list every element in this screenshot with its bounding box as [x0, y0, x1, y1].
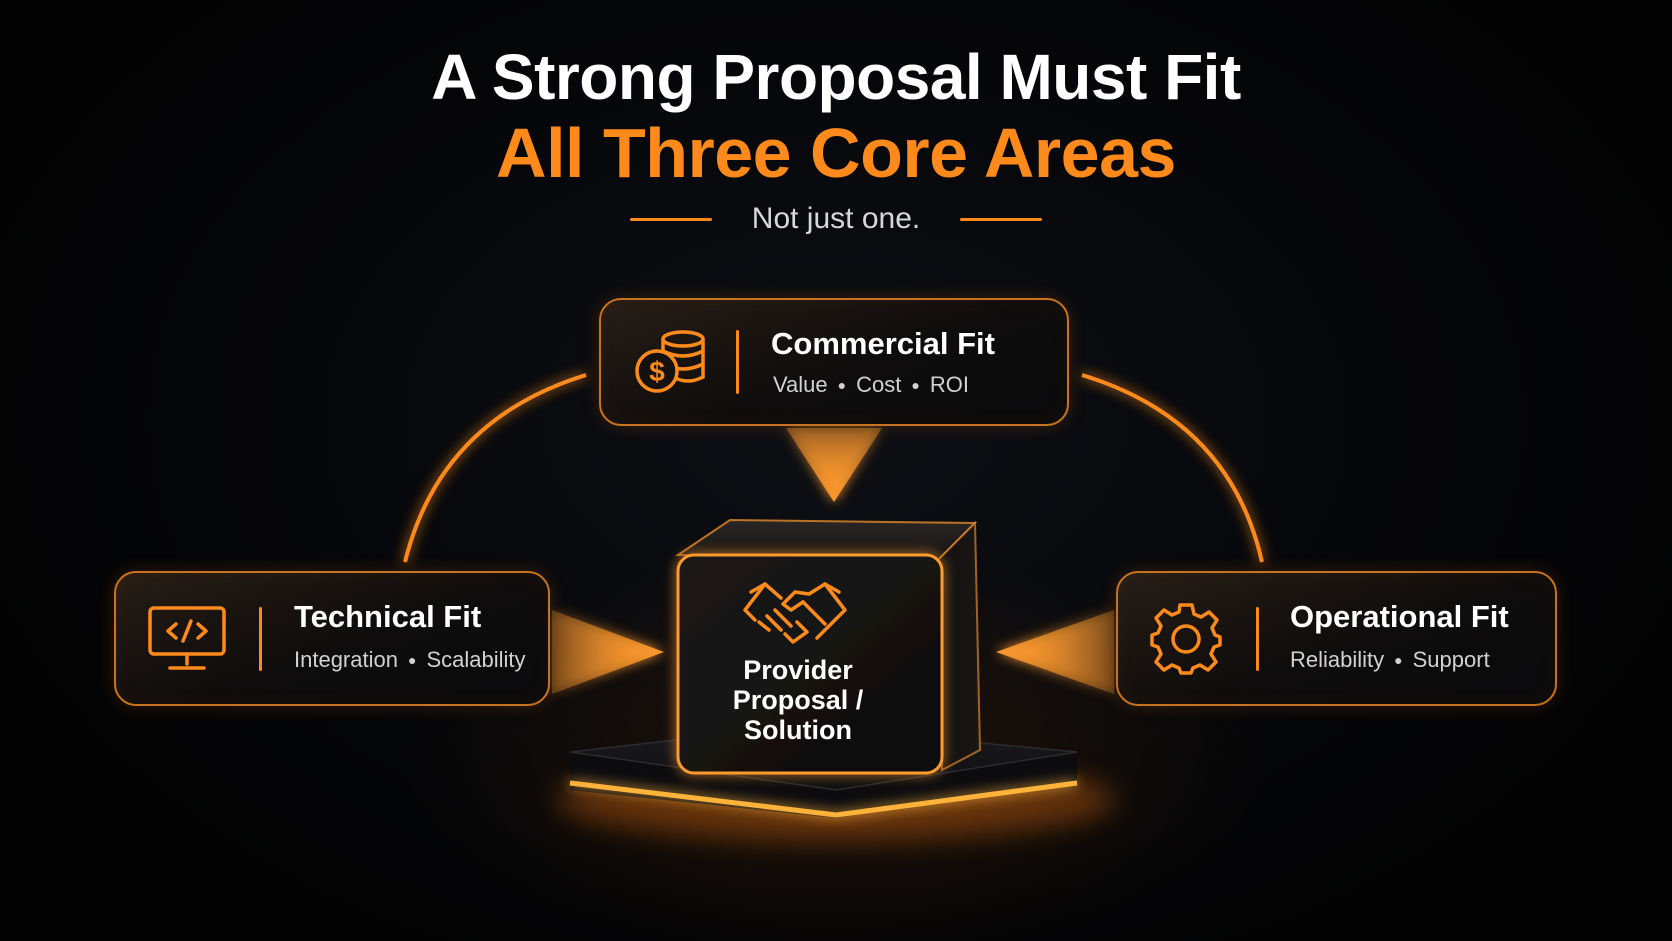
title-line-2: All Three Core Areas — [496, 114, 1176, 192]
card-title: Technical Fit — [294, 599, 482, 634]
separator-dot: ● — [407, 652, 417, 668]
separator-dot: ● — [1394, 652, 1403, 668]
card-subitems: Value ● Cost ● ROI — [773, 372, 969, 398]
card-title: Commercial Fit — [771, 326, 995, 361]
center-label-line: Solution — [744, 715, 852, 745]
arrow-operational — [996, 610, 1114, 694]
subitem: Reliability — [1290, 647, 1385, 672]
title-line-1: A Strong Proposal Must Fit — [431, 41, 1241, 113]
arc-commercial-to-technical — [403, 373, 587, 563]
gear-icon — [1150, 602, 1222, 675]
handshake-icon — [743, 582, 847, 644]
center-label-line: Proposal / — [732, 685, 864, 715]
svg-text:$: $ — [649, 356, 665, 387]
connector-arcs — [403, 373, 1264, 563]
subtitle-row: Not just one. — [0, 202, 1672, 236]
card-divider — [259, 606, 262, 671]
center-label-line: Provider — [743, 655, 853, 685]
separator-dot: ● — [911, 377, 920, 393]
card-subitems: Integration ● Scalability — [294, 647, 525, 673]
card-subitems: Reliability ● Support — [1290, 647, 1490, 673]
subitem: Scalability — [426, 647, 526, 672]
arrow-technical — [552, 610, 664, 694]
coins-dollar-icon: $ — [635, 330, 705, 393]
card-operational-fit: Operational Fit Reliability ● Support — [1116, 571, 1557, 706]
subitem: Support — [1412, 647, 1490, 672]
monitor-code-icon — [148, 605, 226, 670]
card-technical-fit: Technical Fit Integration ● Scalability — [114, 571, 550, 706]
subitem: Value — [773, 372, 828, 397]
card-title: Operational Fit — [1290, 599, 1509, 634]
subtitle-rule-right — [960, 217, 1043, 221]
card-divider — [1256, 606, 1259, 671]
center-label: Provider Proposal / Solution — [690, 655, 906, 745]
subtitle: Not just one. — [751, 202, 921, 235]
card-divider — [736, 330, 739, 394]
subitem: Integration — [294, 647, 398, 672]
arrow-commercial — [786, 428, 882, 502]
subitem: ROI — [929, 372, 969, 397]
separator-dot: ● — [837, 377, 847, 393]
arc-commercial-to-operational — [1081, 373, 1264, 563]
card-commercial-fit: $ Commercial Fit Value ● Cost ● ROI — [599, 298, 1069, 426]
subtitle-rule-left — [629, 217, 712, 221]
subitem: Cost — [856, 372, 902, 397]
